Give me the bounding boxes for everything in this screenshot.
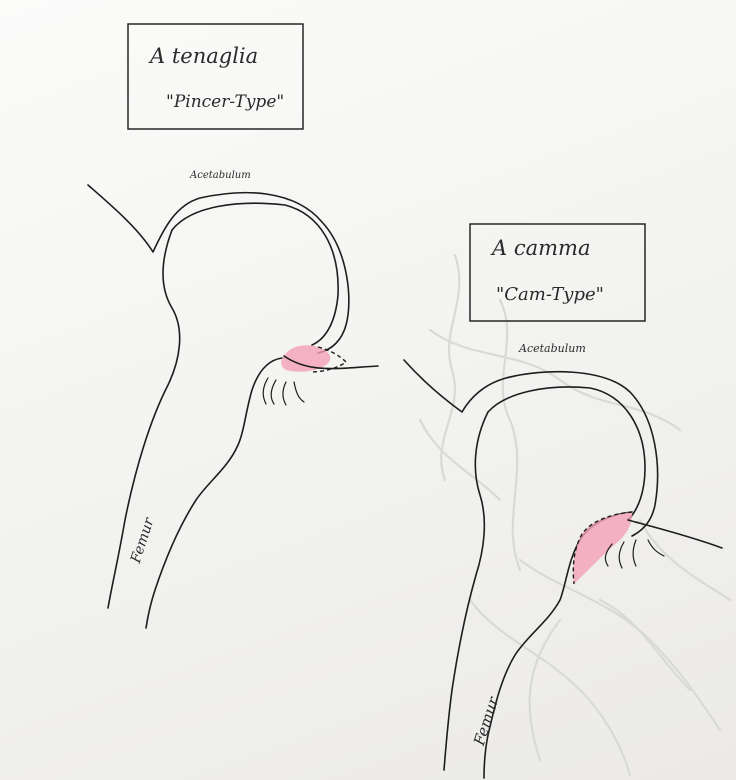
cam-labrum-line (628, 520, 722, 548)
pincer-acetabulum-inner-rim (172, 203, 338, 345)
cam-acetabulum-label: Acetabulum (519, 342, 586, 355)
pincer-femoral-neck (146, 358, 282, 628)
cam-bump-lesion (573, 512, 632, 584)
cam-title: A camma (492, 236, 590, 260)
pincer-acetabulum-rim (88, 185, 349, 353)
bleed-through-sketch (420, 255, 730, 775)
pincer-label-box (128, 24, 303, 129)
cam-subtitle: "Cam-Type" (496, 284, 604, 305)
pincer-subtitle: "Pincer-Type" (166, 92, 284, 112)
pincer-capsule-fibres (263, 378, 304, 405)
cam-femoral-neck (484, 512, 632, 778)
cam-acetabulum-inner-rim (488, 387, 645, 520)
pincer-acetabulum-label: Acetabulum (190, 170, 251, 181)
pincer-title: A tenaglia (150, 44, 258, 68)
